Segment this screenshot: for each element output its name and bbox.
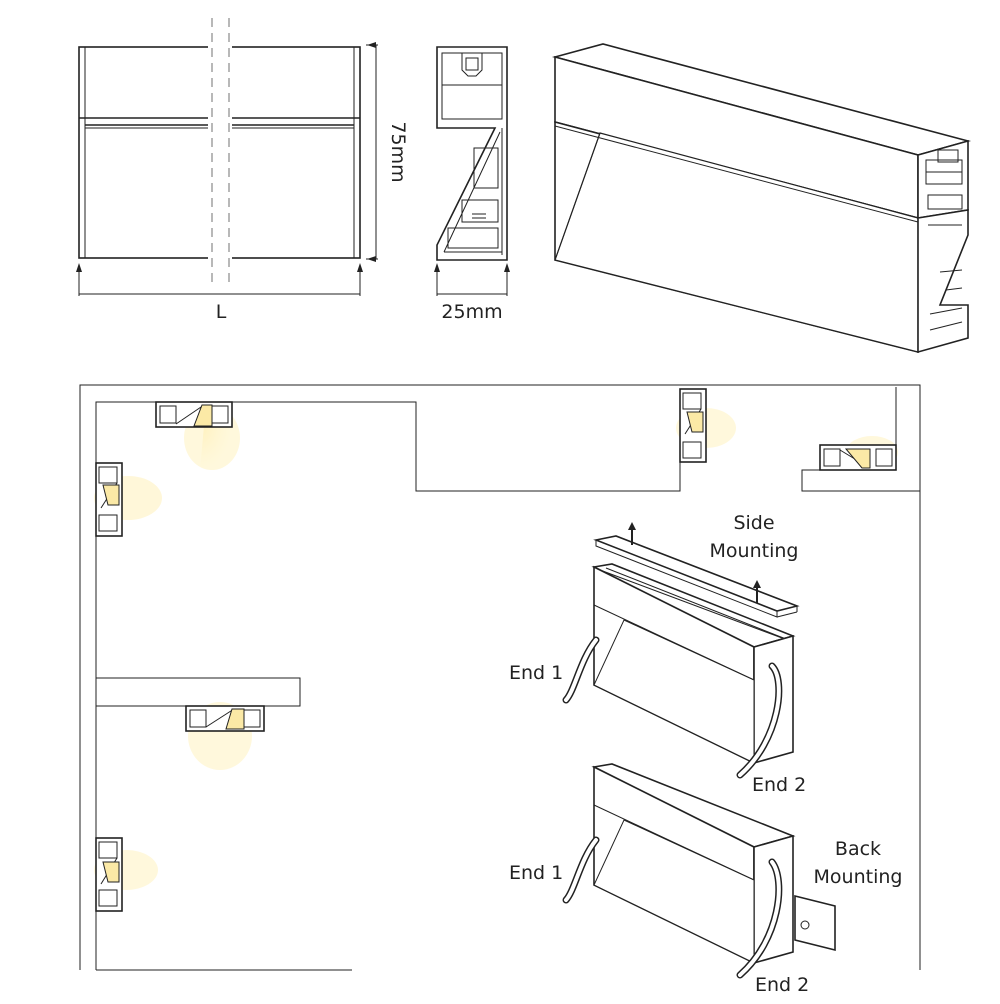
back-end1-label: End 1 <box>509 862 563 884</box>
mini-profile-shelf <box>185 705 265 732</box>
room-elevation <box>79 384 921 971</box>
mini-profile-ceiling-right <box>819 444 897 471</box>
screw-icon <box>628 522 636 545</box>
side-mounting-title-2: Mounting <box>710 540 799 562</box>
screw-icon <box>753 580 761 603</box>
back-end2-label: End 2 <box>755 974 809 996</box>
side-mounting-illustration: Side Mounting End 1 End 2 <box>509 512 806 796</box>
side-mounting-title-1: Side <box>733 512 774 534</box>
height-dimension-label: 75mm <box>387 121 409 182</box>
profile-section: 25mm <box>434 46 510 323</box>
back-mounting-title-2: Mounting <box>814 866 903 888</box>
side-end2-label: End 2 <box>752 774 806 796</box>
mini-profile-wall-lower <box>95 837 123 912</box>
front-view: L 75mm <box>76 18 409 323</box>
width-dimension-label: 25mm <box>441 301 502 323</box>
back-mounting-illustration: Back Mounting End 1 End 2 <box>509 763 903 996</box>
mini-profile-ceiling-left <box>155 401 233 428</box>
side-end1-label: End 1 <box>509 662 563 684</box>
mini-profile-wall-left <box>95 462 123 537</box>
length-dimension-label: L <box>216 301 227 323</box>
mini-profile-recess <box>679 388 707 463</box>
back-mounting-title-1: Back <box>835 838 881 860</box>
profile-isometric <box>551 43 972 354</box>
